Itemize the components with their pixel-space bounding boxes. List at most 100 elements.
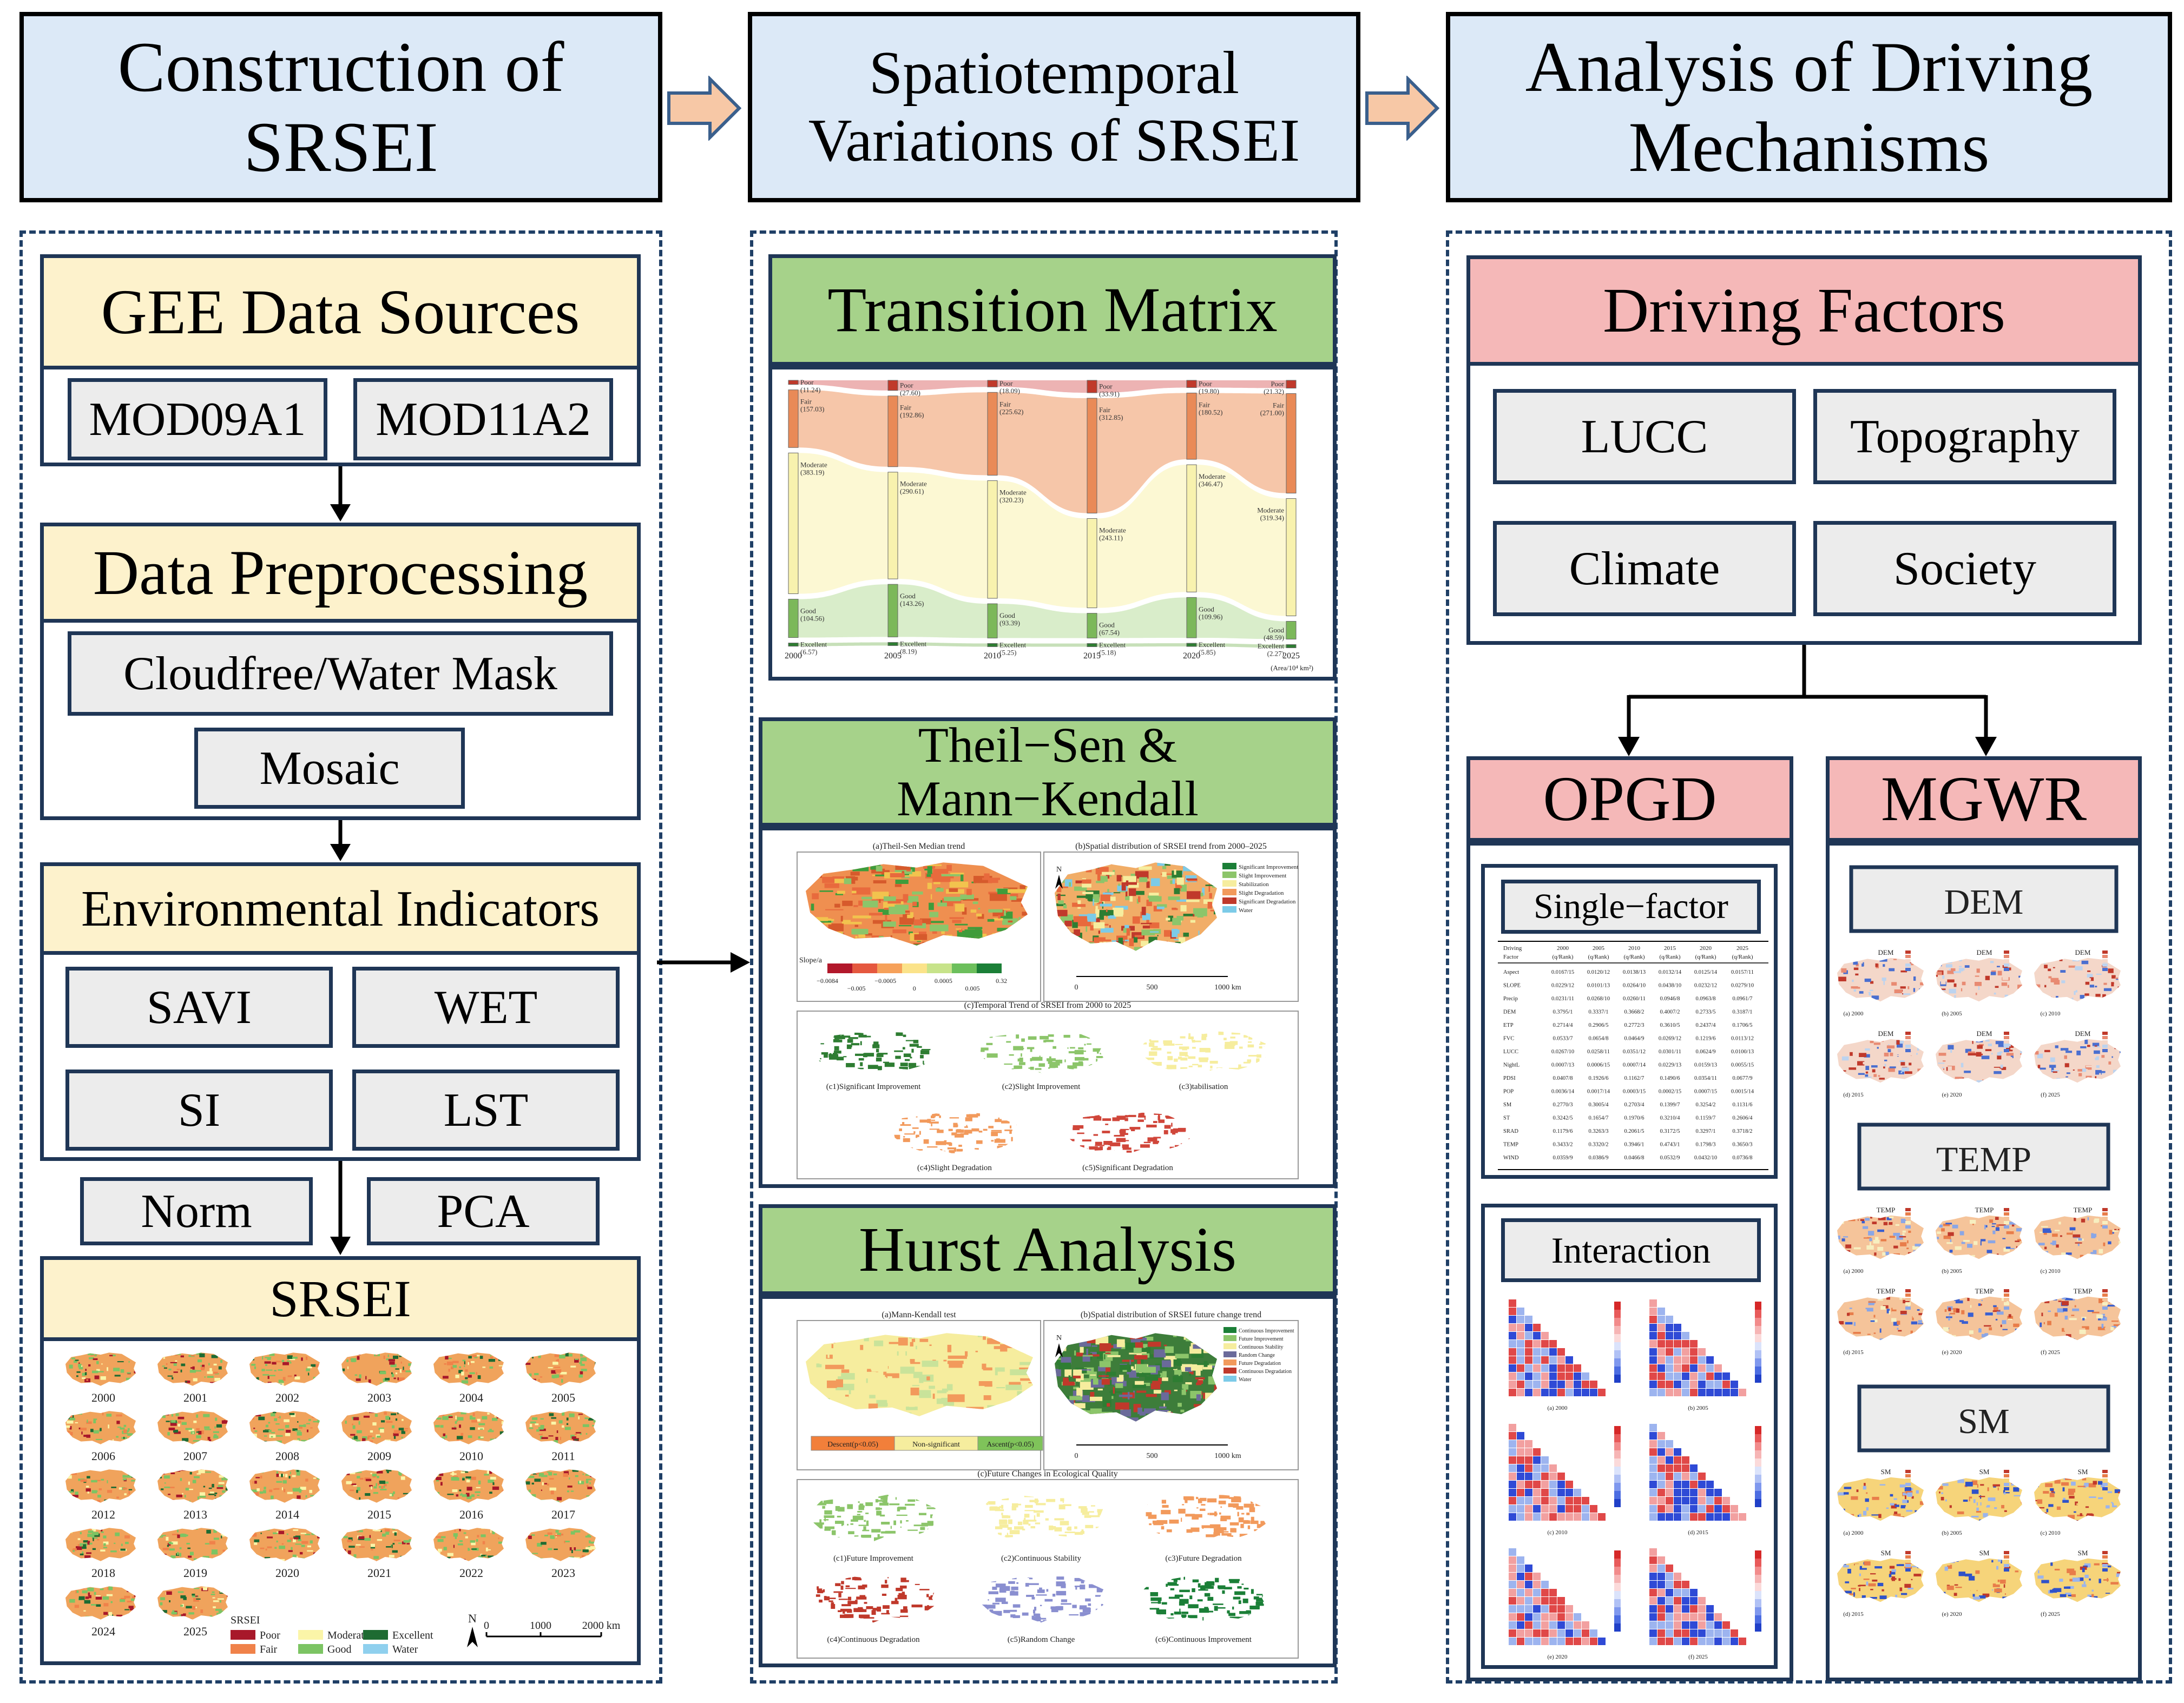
mgwr-map-dem-3-patch — [2117, 986, 2121, 989]
srsei-map-2024-patch — [75, 1618, 82, 1620]
hurst-map-a-patch — [947, 1344, 952, 1352]
srsei-map-2017-patch — [590, 1475, 595, 1477]
mgwr-map-dem-1-patch — [1856, 963, 1859, 967]
sankey-value-label: (27.60) — [900, 388, 920, 397]
srsei-map-2002-patch — [279, 1383, 284, 1386]
hurst-sub-map-4-patch — [845, 1585, 850, 1587]
sankey-class-label: Poor — [1271, 380, 1284, 388]
opgd-table-cell: 0.0432/10 — [1694, 1155, 1717, 1161]
srsei-map-2011-patch — [586, 1442, 589, 1444]
header-spatiotemporal-text: Spatiotemporal Variations of SRSEI — [808, 39, 1300, 174]
srsei-map-2009-patch — [404, 1430, 408, 1431]
opgd-heatmap-cell — [1582, 1505, 1589, 1513]
srsei-map-2023-patch — [531, 1562, 532, 1565]
theil-sub-map-4-patch — [1004, 1129, 1012, 1131]
srsei-map-2024-patch — [100, 1588, 104, 1590]
srsei-map-2021-patch — [406, 1529, 412, 1533]
srsei-map-2016-patch — [492, 1482, 495, 1485]
opgd-heatmap-cell — [1549, 1513, 1557, 1521]
opgd-heatmap-colorbar-cell — [1614, 1302, 1621, 1310]
hurst-sub-map-6-patch — [1166, 1583, 1168, 1587]
srsei-map-2011-patch — [528, 1441, 535, 1444]
srsei-map-2006-patch — [123, 1429, 127, 1434]
srsei-map-2023-base — [525, 1528, 596, 1561]
theil-map-a-patch — [976, 913, 982, 917]
gee-panel: GEE Data Sources MOD09A1 MOD11A2 — [40, 254, 641, 466]
srsei-map-2015-patch — [398, 1471, 402, 1475]
srsei-map-2021-patch — [347, 1539, 352, 1542]
srsei-year-label-2020: 2020 — [275, 1566, 299, 1580]
srsei-map-2013-patch — [222, 1490, 226, 1493]
srsei-map-2002-patch — [313, 1385, 314, 1386]
srsei-map-2024-patch — [126, 1586, 133, 1588]
hurst-sub-map-3-patch — [1220, 1506, 1222, 1508]
hurst-sub-map-4-patch — [900, 1577, 906, 1582]
srsei-map-2000-patch — [111, 1354, 116, 1357]
srsei-map-2002-patch — [311, 1364, 316, 1367]
srsei-map-2019-patch — [187, 1547, 190, 1549]
theil-sub-map-3-patch — [1167, 1056, 1173, 1060]
theil-map-b-patch — [1124, 940, 1129, 941]
srsei-map-2011-patch — [529, 1427, 534, 1429]
factors-panel: Driving Factors LUCC Topography Climate … — [1466, 255, 2142, 645]
theil-map-a-patch — [955, 923, 968, 926]
srsei-map-2021-patch — [389, 1555, 394, 1558]
hurst-map-b-patch — [1135, 1381, 1144, 1385]
hurst-sub-map-2-patch — [1074, 1532, 1083, 1535]
theil-map-b-patch — [1102, 923, 1109, 926]
theil-map-b-patch — [1086, 926, 1088, 932]
hurst-sub-map-4-patch — [887, 1577, 889, 1579]
opgd-heatmap-cell — [1657, 1332, 1665, 1339]
srsei-map-2018-patch — [120, 1548, 126, 1551]
sankey-value-label: (67.54) — [1099, 629, 1120, 637]
srsei-map-2000-patch — [127, 1372, 131, 1374]
opgd-heatmap-cell — [1657, 1316, 1665, 1323]
sankey-flow-moderate — [997, 480, 1087, 608]
opgd-heatmap-cell — [1517, 1638, 1524, 1645]
hurst-map-b-patch — [1164, 1390, 1171, 1395]
srsei-legend-swatch-water — [363, 1644, 388, 1654]
theil-map-b-patch — [1058, 886, 1068, 888]
mgwr-map-dem-1-patch — [1854, 982, 1861, 985]
theil-legend-swatch — [1222, 897, 1236, 904]
hurst-sub-map-3-patch — [1185, 1500, 1188, 1503]
theil-map-b-patch — [1119, 891, 1126, 893]
mgwr-map-dem-3-patch — [2045, 960, 2048, 964]
srsei-map-2006-patch — [76, 1411, 80, 1414]
srsei-map-2000-patch — [69, 1364, 73, 1369]
hurst-map-a-patch — [980, 1362, 999, 1365]
opgd-heatmap-cell — [1657, 1432, 1665, 1440]
srsei-map-2008-patch — [251, 1416, 254, 1420]
srsei-map-2025-patch — [181, 1614, 185, 1618]
srsei-map-2025-patch — [184, 1619, 190, 1620]
opgd-heatmap-colorbar-cell — [1755, 1491, 1761, 1499]
hurst-sub-map-4-patch — [841, 1604, 851, 1607]
srsei-map-2020-patch — [252, 1533, 257, 1537]
hurst-sub-map-2-patch — [1058, 1504, 1065, 1510]
srsei-map-2019-patch — [186, 1543, 190, 1544]
theil-map-b-patch — [1183, 933, 1189, 937]
srsei-map-2022-base — [433, 1528, 504, 1561]
srsei-map-2012-patch — [69, 1495, 74, 1500]
srsei-map-2016-patch — [478, 1480, 481, 1484]
srsei-map-2022-patch — [487, 1549, 491, 1550]
hurst-sub-map-3-patch — [1149, 1523, 1152, 1526]
opgd-heatmap-colorbar-cell — [1614, 1458, 1621, 1467]
srsei-map-2013-patch — [168, 1494, 170, 1495]
srsei-map-2014-patch — [302, 1501, 307, 1503]
hurst-map-a-patch — [886, 1370, 906, 1374]
opgd-heatmap-cell — [1517, 1489, 1524, 1496]
theil-sub-map-5-patch — [1116, 1115, 1126, 1120]
opgd-heatmap-cell — [1517, 1440, 1524, 1448]
opgd-heatmap-colorbar-cell — [1614, 1310, 1621, 1318]
srsei-map-2002-patch — [287, 1355, 293, 1359]
hurst-sub-map-4-patch — [891, 1601, 899, 1605]
theil-map-b-patch — [1180, 905, 1187, 912]
srsei-map-2015-patch — [371, 1486, 372, 1490]
opgd-heatmap-cell — [1649, 1638, 1657, 1645]
hurst-sub-map-2-patch — [1036, 1513, 1040, 1517]
sankey-flow-poor — [1196, 380, 1286, 388]
theil-map-b-patch — [1055, 909, 1068, 916]
srsei-map-2022-patch — [443, 1547, 447, 1550]
opgd-table-cell: 0.2772/3 — [1624, 1022, 1644, 1028]
